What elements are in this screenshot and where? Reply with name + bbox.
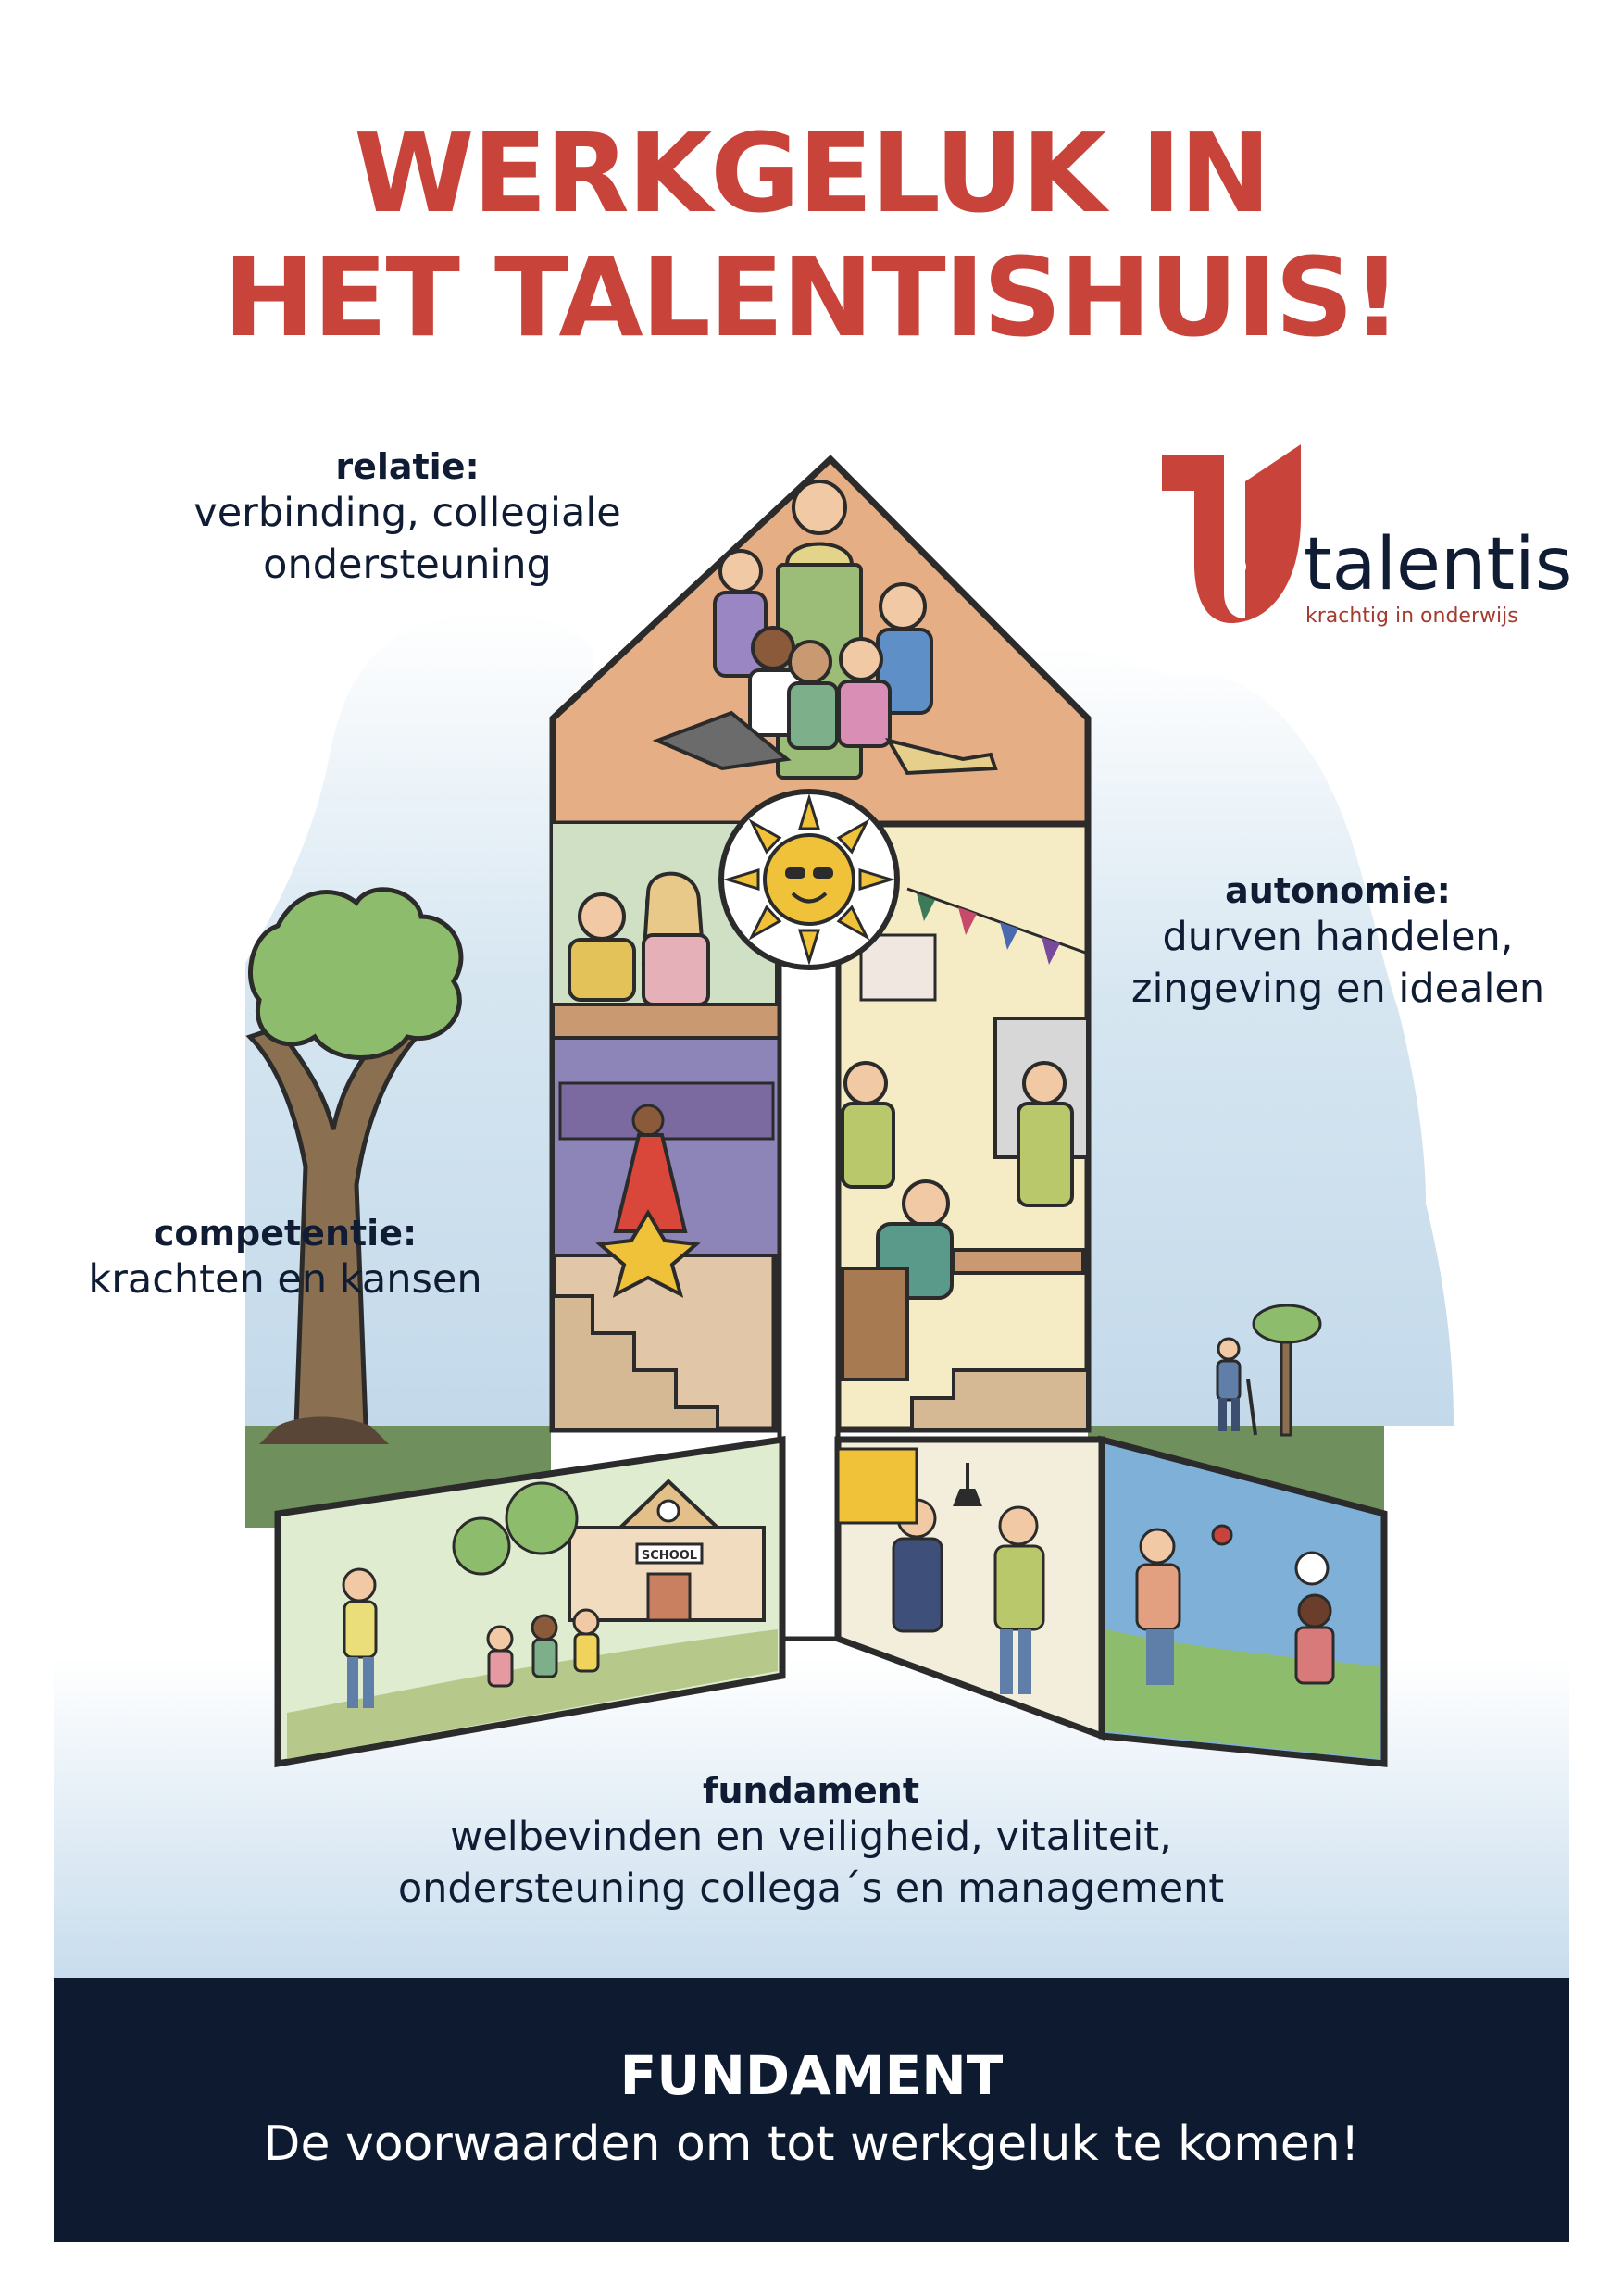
page-title-line-2: HET TALENTISHUIS! — [223, 233, 1402, 361]
label-relatie: relatie: verbinding, collegiale onderste… — [167, 446, 648, 591]
label-competentie: competentie: krachten en kansen — [72, 1213, 498, 1305]
label-fundament-line-1: welbevinden en veiligheid, vitaliteit, — [450, 1814, 1172, 1860]
logo-tagline: krachtig in onderwijs — [1305, 605, 1518, 628]
label-autonomie: autonomie: durven handelen, zingeving en… — [1106, 870, 1569, 1015]
house-roof — [549, 455, 1092, 828]
logo-name: talentis — [1304, 523, 1573, 606]
label-fundament-line-2: ondersteuning collega´s en management — [397, 1866, 1225, 1912]
page-title-line-1: WERKGELUK IN — [354, 109, 1271, 237]
tree-right — [1252, 1304, 1322, 1437]
label-autonomie-heading: autonomie: — [1225, 870, 1451, 911]
label-relatie-heading: relatie: — [335, 446, 480, 487]
talentis-logo-mark — [1162, 444, 1301, 624]
label-competentie-heading: competentie: — [153, 1213, 418, 1254]
foundation-right — [834, 1435, 1388, 1767]
sun-pole — [718, 789, 900, 1641]
footer-subtitle: De voorwaarden om tot werkgeluk te komen… — [263, 2116, 1360, 2172]
label-relatie-line-2: ondersteuning — [263, 542, 552, 588]
label-competentie-line-1: krachten en kansen — [88, 1256, 482, 1303]
label-fundament-heading: fundament — [702, 1770, 920, 1811]
label-autonomie-line-1: durven handelen, — [1162, 914, 1514, 960]
label-autonomie-line-2: zingeving en idealen — [1130, 966, 1545, 1012]
foundation-left: SCHOOL — [274, 1435, 786, 1768]
school-sign: SCHOOL — [642, 1549, 697, 1563]
label-relatie-line-1: verbinding, collegiale — [194, 490, 621, 536]
sky-cloud-right — [1028, 645, 1454, 1426]
tree-left — [245, 887, 464, 1444]
gardener-figure — [1216, 1337, 1257, 1436]
label-fundament: fundament welbevinden en veiligheid, vit… — [302, 1770, 1320, 1915]
footer-heading: FUNDAMENT — [619, 2044, 1004, 2107]
footer-banner: FUNDAMENT De voorwaarden om tot werkgelu… — [54, 1978, 1569, 2242]
